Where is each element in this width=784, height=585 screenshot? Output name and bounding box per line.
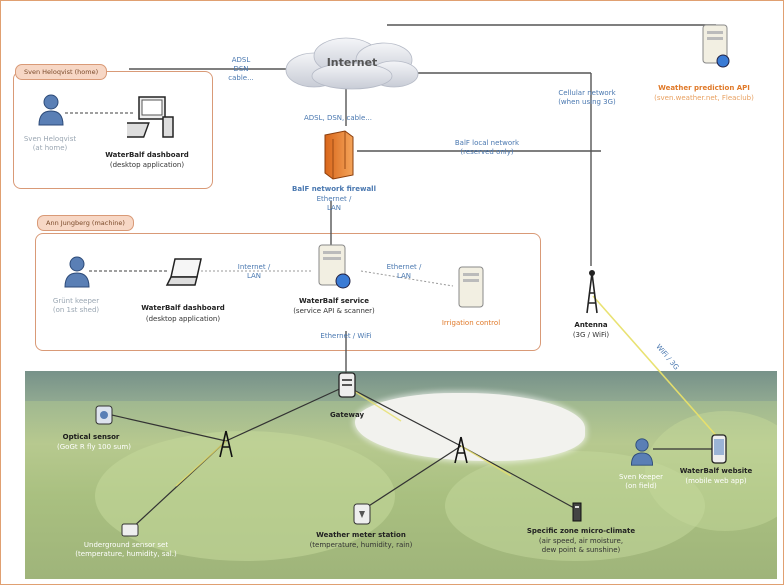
adsl-mid-label: ADSL, DSN, cable... xyxy=(303,114,372,122)
underground-sensor-icon xyxy=(121,523,139,537)
adsl-label-2: DSN xyxy=(233,65,249,73)
ground-sensor-line1: Underground sensor set xyxy=(83,541,169,549)
weather-server-sub: (sven.weather.net, Fleaclub) xyxy=(654,94,754,102)
user-mid-line2: (on 1st shed) xyxy=(52,306,100,314)
laptop-icon xyxy=(165,258,202,286)
firewall-sub1: Ethernet / xyxy=(316,195,352,203)
zone-machine xyxy=(35,233,541,351)
optical-title: Optical sensor xyxy=(62,433,120,441)
service-title: WaterBalf service xyxy=(299,297,369,305)
zone-home xyxy=(13,71,213,189)
ground-sensor-line2: (temperature, humidity, sal.) xyxy=(75,550,177,558)
microclimate-sensor-icon xyxy=(572,502,582,522)
irrigation-title: Irrigation control xyxy=(441,319,501,327)
golf-field-background xyxy=(25,371,777,579)
optical-sub: (GoGt R fly 100 sum) xyxy=(57,443,131,451)
microclimate-sub1: (air speed, air moisture, xyxy=(538,537,624,545)
weather-server-icon xyxy=(702,24,730,68)
firewall-sub2: LAN xyxy=(326,204,342,212)
firewall-title: BalF network firewall xyxy=(292,185,376,193)
antenna-sub: (3G / WiFi) xyxy=(572,331,610,339)
desktop-computer-icon xyxy=(127,96,174,138)
service-server-icon xyxy=(318,244,351,289)
firewall-icon xyxy=(324,130,354,180)
user-home-line2: (at home) xyxy=(32,144,68,152)
balf-local-label-2: (reserved only) xyxy=(460,148,514,156)
gateway-icon xyxy=(338,372,356,398)
dashboard-mid-sub: (desktop application) xyxy=(145,315,221,323)
irrigation-server-icon xyxy=(458,266,484,308)
antenna-icon xyxy=(586,270,598,314)
balf-local-label-1: BalF local network xyxy=(454,139,520,147)
ethernet-wifi-label: Ethernet / WiFi xyxy=(320,332,372,340)
weather-station-sub: (temperature, humidity, rain) xyxy=(309,541,413,549)
ethernet-lan-label-2: LAN xyxy=(396,272,412,280)
internet-lan-label-2: LAN xyxy=(246,272,262,280)
user-home-line1: Sven Heloqvist xyxy=(23,135,77,143)
user-field-line1: Sven Keeper xyxy=(618,473,664,481)
cellular-label-1: Cellular network xyxy=(558,89,616,97)
optical-sensor-icon xyxy=(95,405,113,425)
website-sub: (mobile web app) xyxy=(685,477,747,485)
microclimate-title: Specific zone micro-climate xyxy=(526,527,636,535)
antenna-title: Antenna xyxy=(574,321,608,329)
adsl-label-3: cable... xyxy=(228,74,254,82)
user-home-icon xyxy=(38,94,64,126)
mobile-phone-icon xyxy=(711,434,727,464)
weather-station-title: Weather meter station xyxy=(316,531,406,539)
dashboard-home-title: WaterBalf dashboard xyxy=(105,151,189,159)
dashboard-home-sub: (desktop application) xyxy=(109,161,185,169)
sand-bunker xyxy=(355,393,585,461)
user-mid-line1: Grünt keeper xyxy=(52,297,100,305)
user-field-line2: (on field) xyxy=(625,482,657,490)
internet-cloud-icon xyxy=(285,37,419,90)
field-tower-icon-2 xyxy=(454,436,468,464)
internet-lan-label-1: Internet / xyxy=(237,263,271,271)
zone-machine-tab: Ann Jungberg (machine) xyxy=(37,215,134,231)
zone-home-tab: Sven Heloqvist (home) xyxy=(15,64,108,80)
website-title: WaterBalf website xyxy=(679,467,753,475)
dashboard-mid-title: WaterBalf dashboard xyxy=(141,304,225,312)
adsl-label-1: ADSL xyxy=(231,56,251,64)
ethernet-lan-label-1: Ethernet / xyxy=(386,263,422,271)
internet-label: Internet xyxy=(326,56,378,69)
service-sub: (service API & scanner) xyxy=(293,307,375,315)
user-field-icon xyxy=(630,438,654,466)
user-machine-icon xyxy=(64,256,90,288)
microclimate-sub2: dew point & sunshine) xyxy=(541,546,621,554)
gateway-title: Gateway xyxy=(329,411,365,419)
field-tower-icon-1 xyxy=(219,430,233,458)
weather-server-title: Weather prediction API xyxy=(658,84,750,92)
cellular-label-2: (when using 3G) xyxy=(558,98,616,106)
weather-station-icon xyxy=(353,503,371,525)
